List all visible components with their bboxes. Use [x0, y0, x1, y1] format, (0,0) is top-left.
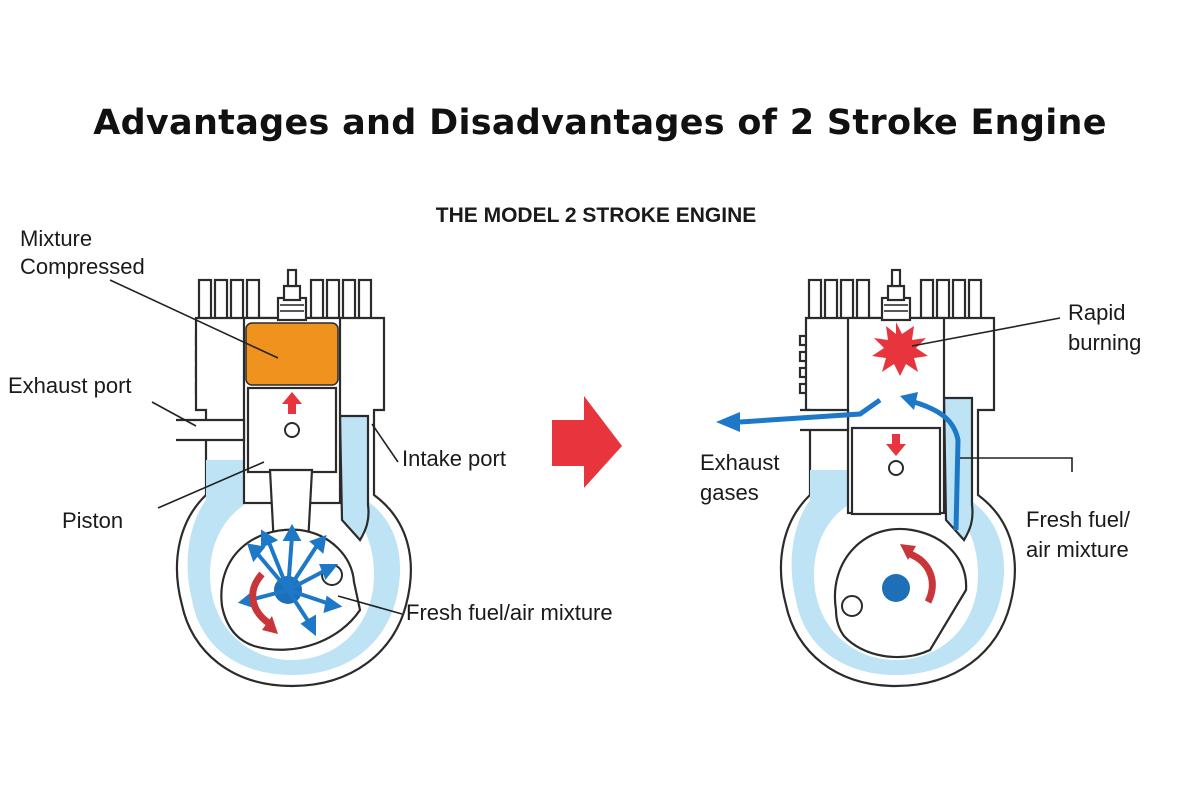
label-burning: burning: [1068, 330, 1141, 355]
right-wrist-pin: [888, 460, 904, 476]
right-engine: [716, 268, 1016, 688]
right-crank-pin: [841, 595, 863, 617]
label-rapid: Rapid: [1068, 300, 1125, 325]
label-compressed: Compressed: [20, 254, 145, 279]
label-intake-port: Intake port: [402, 446, 506, 471]
right-arrow-icon: [552, 396, 622, 488]
left-exhaust-port: [176, 418, 246, 442]
left-engine: [175, 268, 412, 688]
right-flow-arrows: [739, 397, 961, 531]
leader-rapid-burning: [911, 317, 1061, 347]
leader-piston: [157, 461, 265, 509]
right-spark-plug-icon: [880, 268, 912, 322]
label-air-mixture: air mixture: [1026, 537, 1129, 562]
leader-fresh-mixture: [337, 595, 403, 615]
explosion-icon: [872, 322, 928, 376]
right-rotation-arrowhead: [900, 544, 916, 560]
fresh-flow-arrowhead: [900, 392, 918, 410]
label-exhaust: Exhaust: [700, 450, 780, 475]
left-rotation-arrow-icon: [249, 571, 273, 627]
label-mixture: Mixture: [20, 226, 92, 251]
left-spark-plug-icon: [276, 268, 308, 322]
page-title: Advantages and Disadvantages of 2 Stroke…: [93, 103, 1107, 143]
label-exhaust-port: Exhaust port: [8, 373, 132, 398]
diagram-subtitle: THE MODEL 2 STROKE ENGINE: [436, 204, 757, 227]
right-rotation-arrow-icon: [908, 550, 936, 604]
leader-intake-port: [371, 423, 399, 463]
left-transfer-passage: [338, 414, 370, 542]
right-crank-hub: [882, 574, 910, 602]
right-down-arrow-icon: [886, 434, 906, 456]
leader-mixture: [109, 279, 279, 359]
left-up-arrow-icon: [282, 392, 302, 414]
leader-fresh-mixture-right: [960, 457, 1073, 472]
exhaust-flow-arrowhead: [716, 412, 740, 432]
label-gases: gases: [700, 480, 759, 505]
left-wrist-pin: [284, 422, 300, 438]
label-fresh-fuel: Fresh fuel/: [1026, 507, 1131, 532]
label-piston: Piston: [62, 508, 123, 533]
leader-exhaust-port: [151, 401, 197, 427]
left-compressed-mixture: [245, 322, 339, 386]
left-rotation-arrowhead: [262, 616, 278, 634]
label-fresh-mixture: Fresh fuel/air mixture: [406, 600, 613, 625]
